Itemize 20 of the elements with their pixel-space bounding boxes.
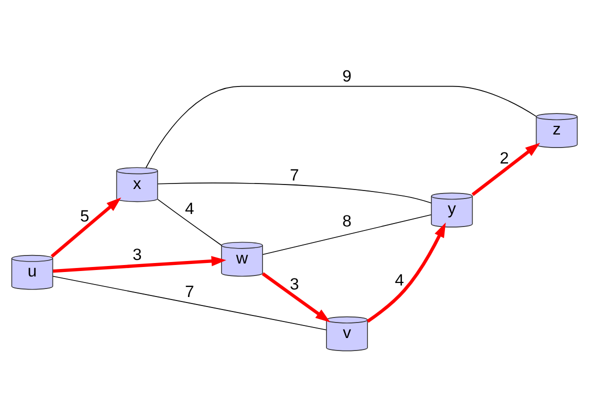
connector xyxy=(52,275,327,330)
connector xyxy=(157,182,432,203)
arrow xyxy=(52,255,226,272)
arrow xyxy=(262,272,330,322)
edge-label: 3 xyxy=(132,246,142,264)
edge-label: 9 xyxy=(342,66,352,85)
edge-label: 4 xyxy=(394,270,404,289)
arrow xyxy=(50,197,122,258)
edge-label: 2 xyxy=(500,148,509,167)
arrow xyxy=(366,222,446,322)
connector xyxy=(157,198,222,246)
edge-label: 8 xyxy=(342,212,352,230)
connector xyxy=(262,214,432,254)
edge-label: 7 xyxy=(185,282,194,300)
arrow xyxy=(472,142,540,196)
edge-label: 4 xyxy=(185,200,194,218)
edge-label: 3 xyxy=(290,275,300,294)
edge-label: 5 xyxy=(80,207,90,226)
connector xyxy=(146,85,536,168)
edge-label: 7 xyxy=(290,166,300,184)
